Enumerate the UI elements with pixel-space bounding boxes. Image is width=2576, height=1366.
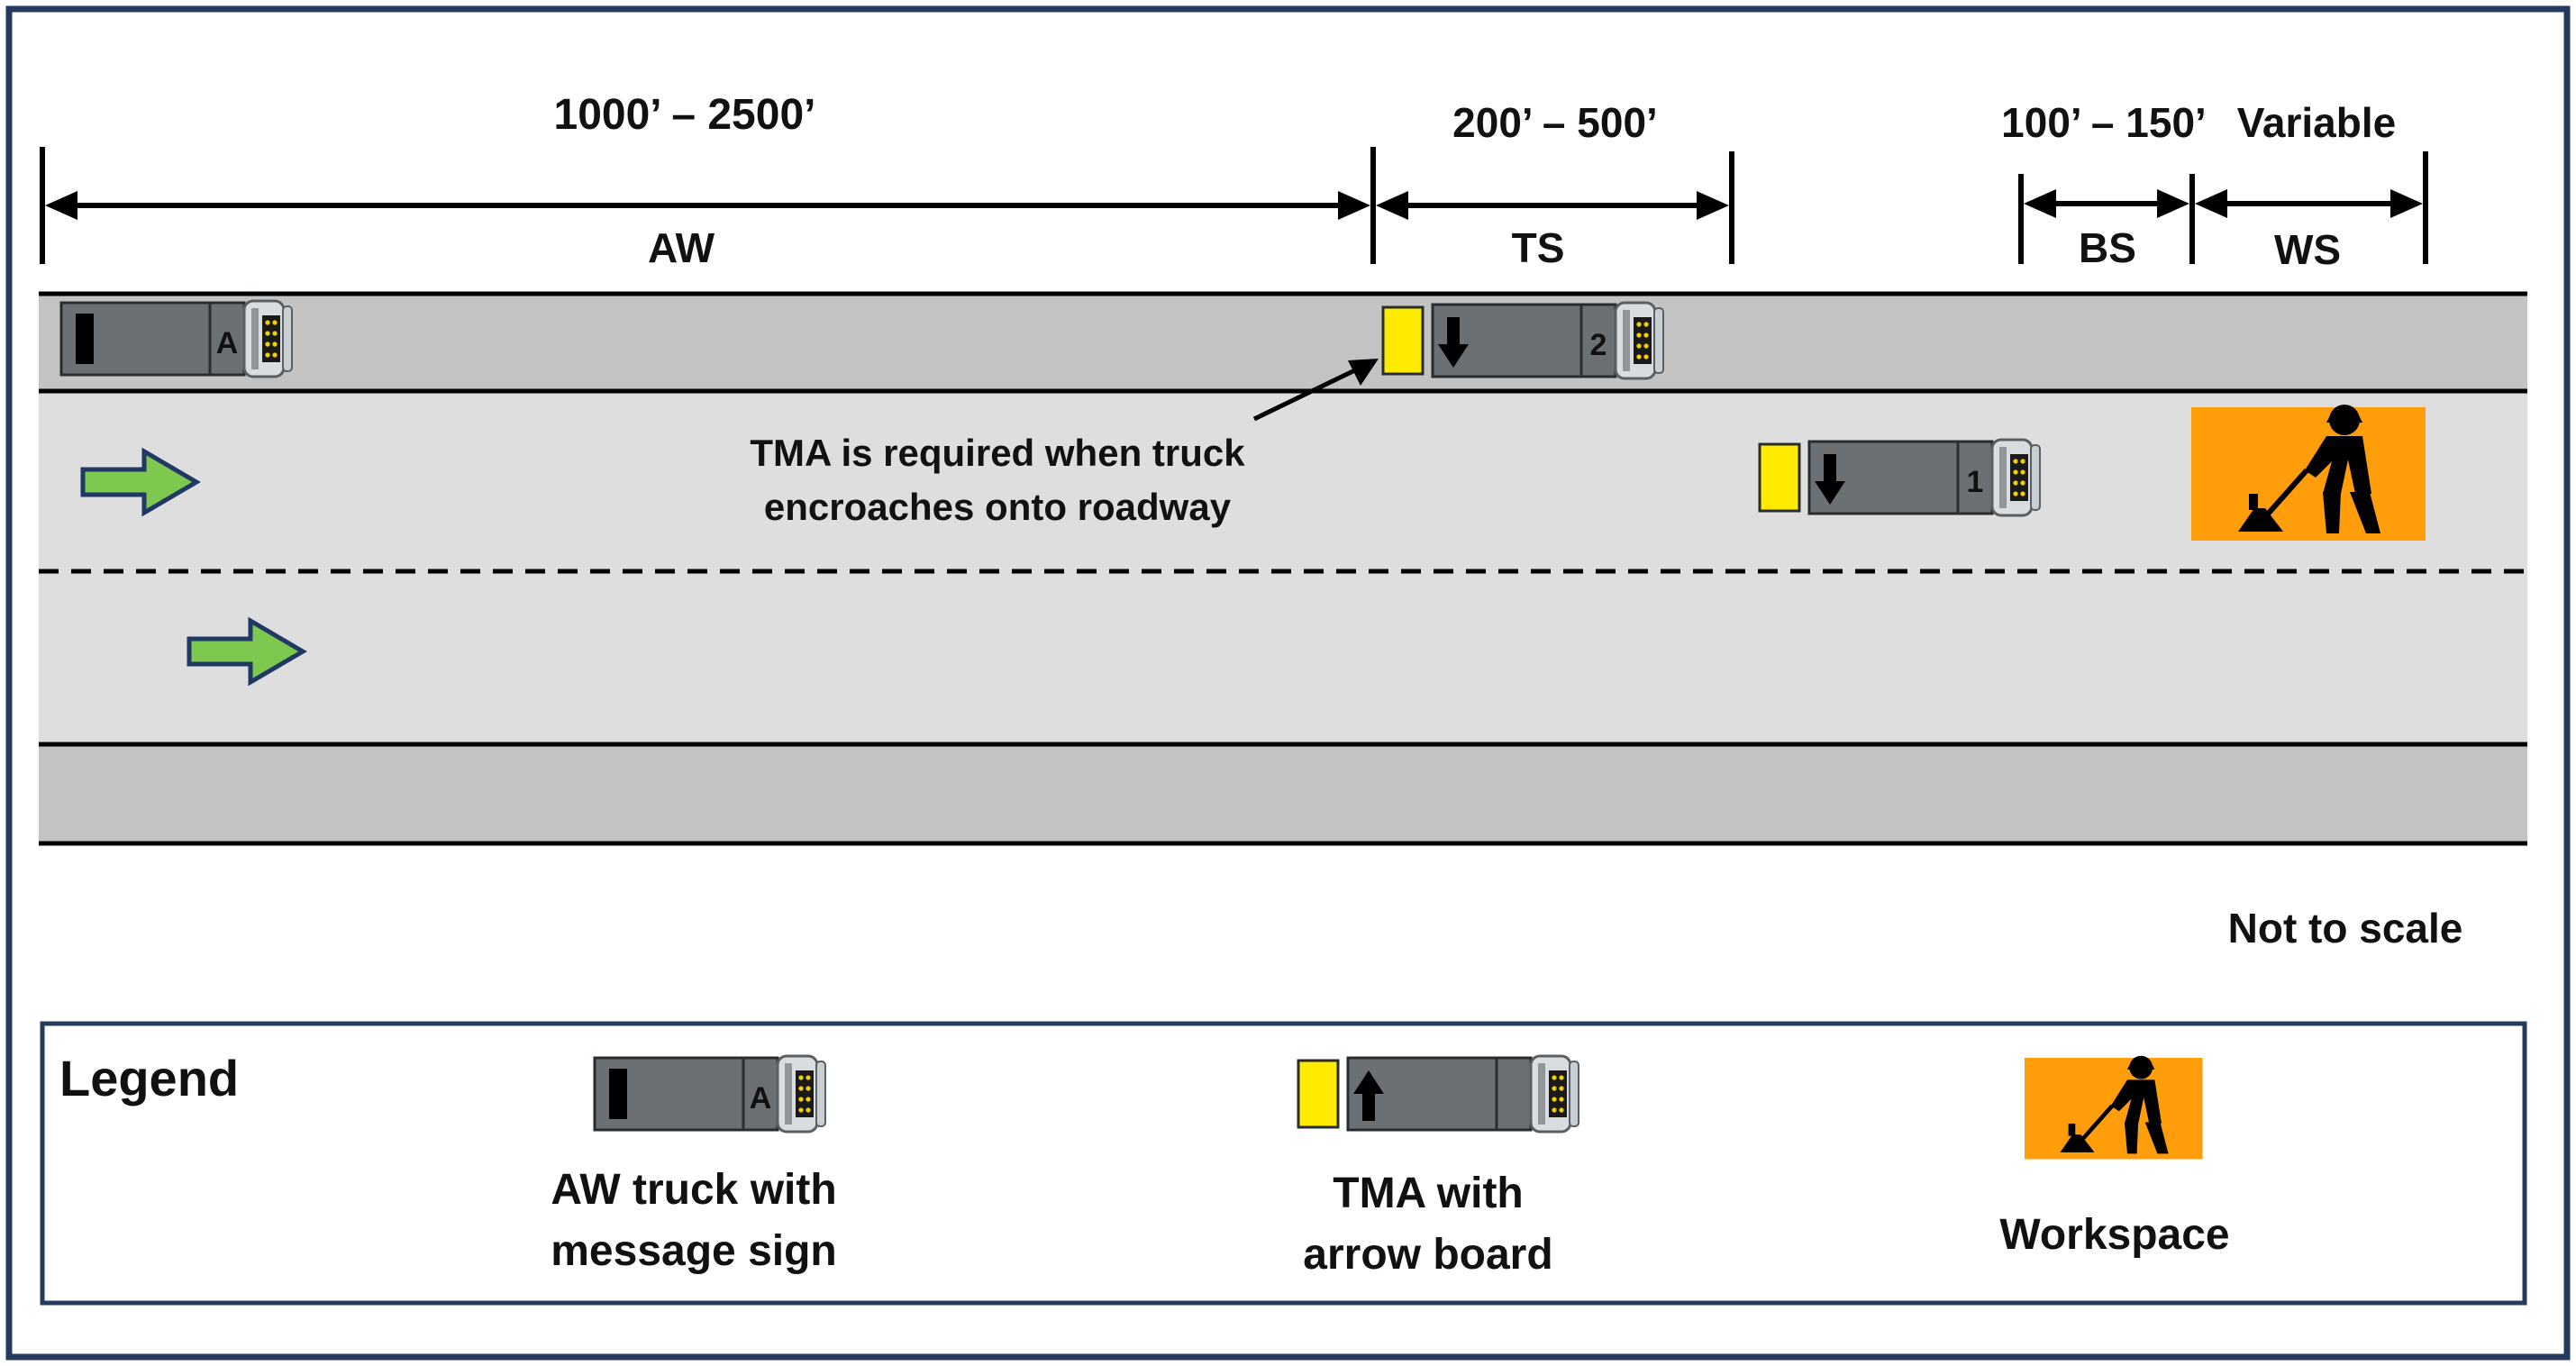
- legend-tma-truck: [1297, 1054, 1580, 1134]
- ws-range-label: Variable: [2237, 99, 2396, 146]
- right-shoulder: [39, 744, 2527, 843]
- ts-range-label: 200’ – 500’: [1452, 99, 1658, 146]
- arrowhead: [2157, 189, 2189, 218]
- tma-truck-2: 2: [1381, 301, 1665, 380]
- ts-label: TS: [1512, 224, 1565, 271]
- down-arrow-icon: [1438, 317, 1469, 368]
- arrowhead: [2024, 189, 2056, 218]
- arrowhead: [2195, 189, 2227, 218]
- aw-truck: A: [59, 299, 294, 378]
- bs-label: BS: [2079, 224, 2136, 271]
- bs-range-label: 100’ – 150’: [2001, 99, 2207, 146]
- ws-label: WS: [2274, 226, 2341, 273]
- dimension-arrowheads: [45, 189, 2423, 220]
- worker-digging-icon: [2191, 405, 2426, 541]
- tma-truck-1-tag: 1: [1967, 465, 1984, 499]
- legend-tma-label-1: TMA with: [1333, 1170, 1524, 1217]
- legend-aw-truck: A: [593, 1054, 827, 1134]
- tma-attenuator: [1758, 442, 1801, 513]
- legend-aw-truck-tag: A: [750, 1081, 772, 1116]
- message-sign-icon: [609, 1069, 627, 1119]
- legend-aw-truck-label-1: AW truck with: [551, 1166, 836, 1214]
- aw-label: AW: [648, 224, 715, 271]
- down-arrow-icon: [1815, 454, 1845, 505]
- dimension-lines: [40, 147, 2428, 264]
- aw-range-label: 1000’ – 2500’: [554, 91, 816, 139]
- arrowhead: [2390, 189, 2423, 218]
- legend-aw-truck-label-2: message sign: [551, 1227, 836, 1275]
- up-arrow-icon: [1353, 1070, 1384, 1121]
- worker-digging-icon: [2025, 1056, 2203, 1160]
- tma-attenuator: [1381, 305, 1425, 376]
- legend-tma-label-2: arrow board: [1303, 1231, 1552, 1279]
- annotation-arrowhead: [1348, 359, 1379, 386]
- tma-truck-1: 1: [1758, 438, 2042, 517]
- legend: Legend A AW truck with message sign TMA …: [40, 1021, 2527, 1306]
- tma-truck-2-tag: 2: [1590, 328, 1607, 362]
- annotation-line-2: encroaches onto roadway: [764, 486, 1232, 528]
- scale-note: Not to scale: [2228, 905, 2463, 952]
- tma-attenuator: [1297, 1059, 1340, 1129]
- arrowhead: [45, 191, 77, 220]
- aw-truck-tag: A: [216, 326, 239, 360]
- legend-workspace-label: Workspace: [1999, 1211, 2229, 1259]
- arrowhead: [1338, 191, 1370, 220]
- left-shoulder: [39, 294, 2527, 389]
- travel-lanes: [39, 389, 2527, 744]
- roadway: [39, 291, 2527, 846]
- arrowhead: [1697, 191, 1729, 220]
- arrowhead: [1376, 191, 1408, 220]
- message-sign-icon: [76, 314, 94, 364]
- legend-title: Legend: [59, 1050, 239, 1106]
- annotation-pointer: [1252, 363, 1366, 422]
- annotation-line-1: TMA is required when truck: [750, 432, 1245, 474]
